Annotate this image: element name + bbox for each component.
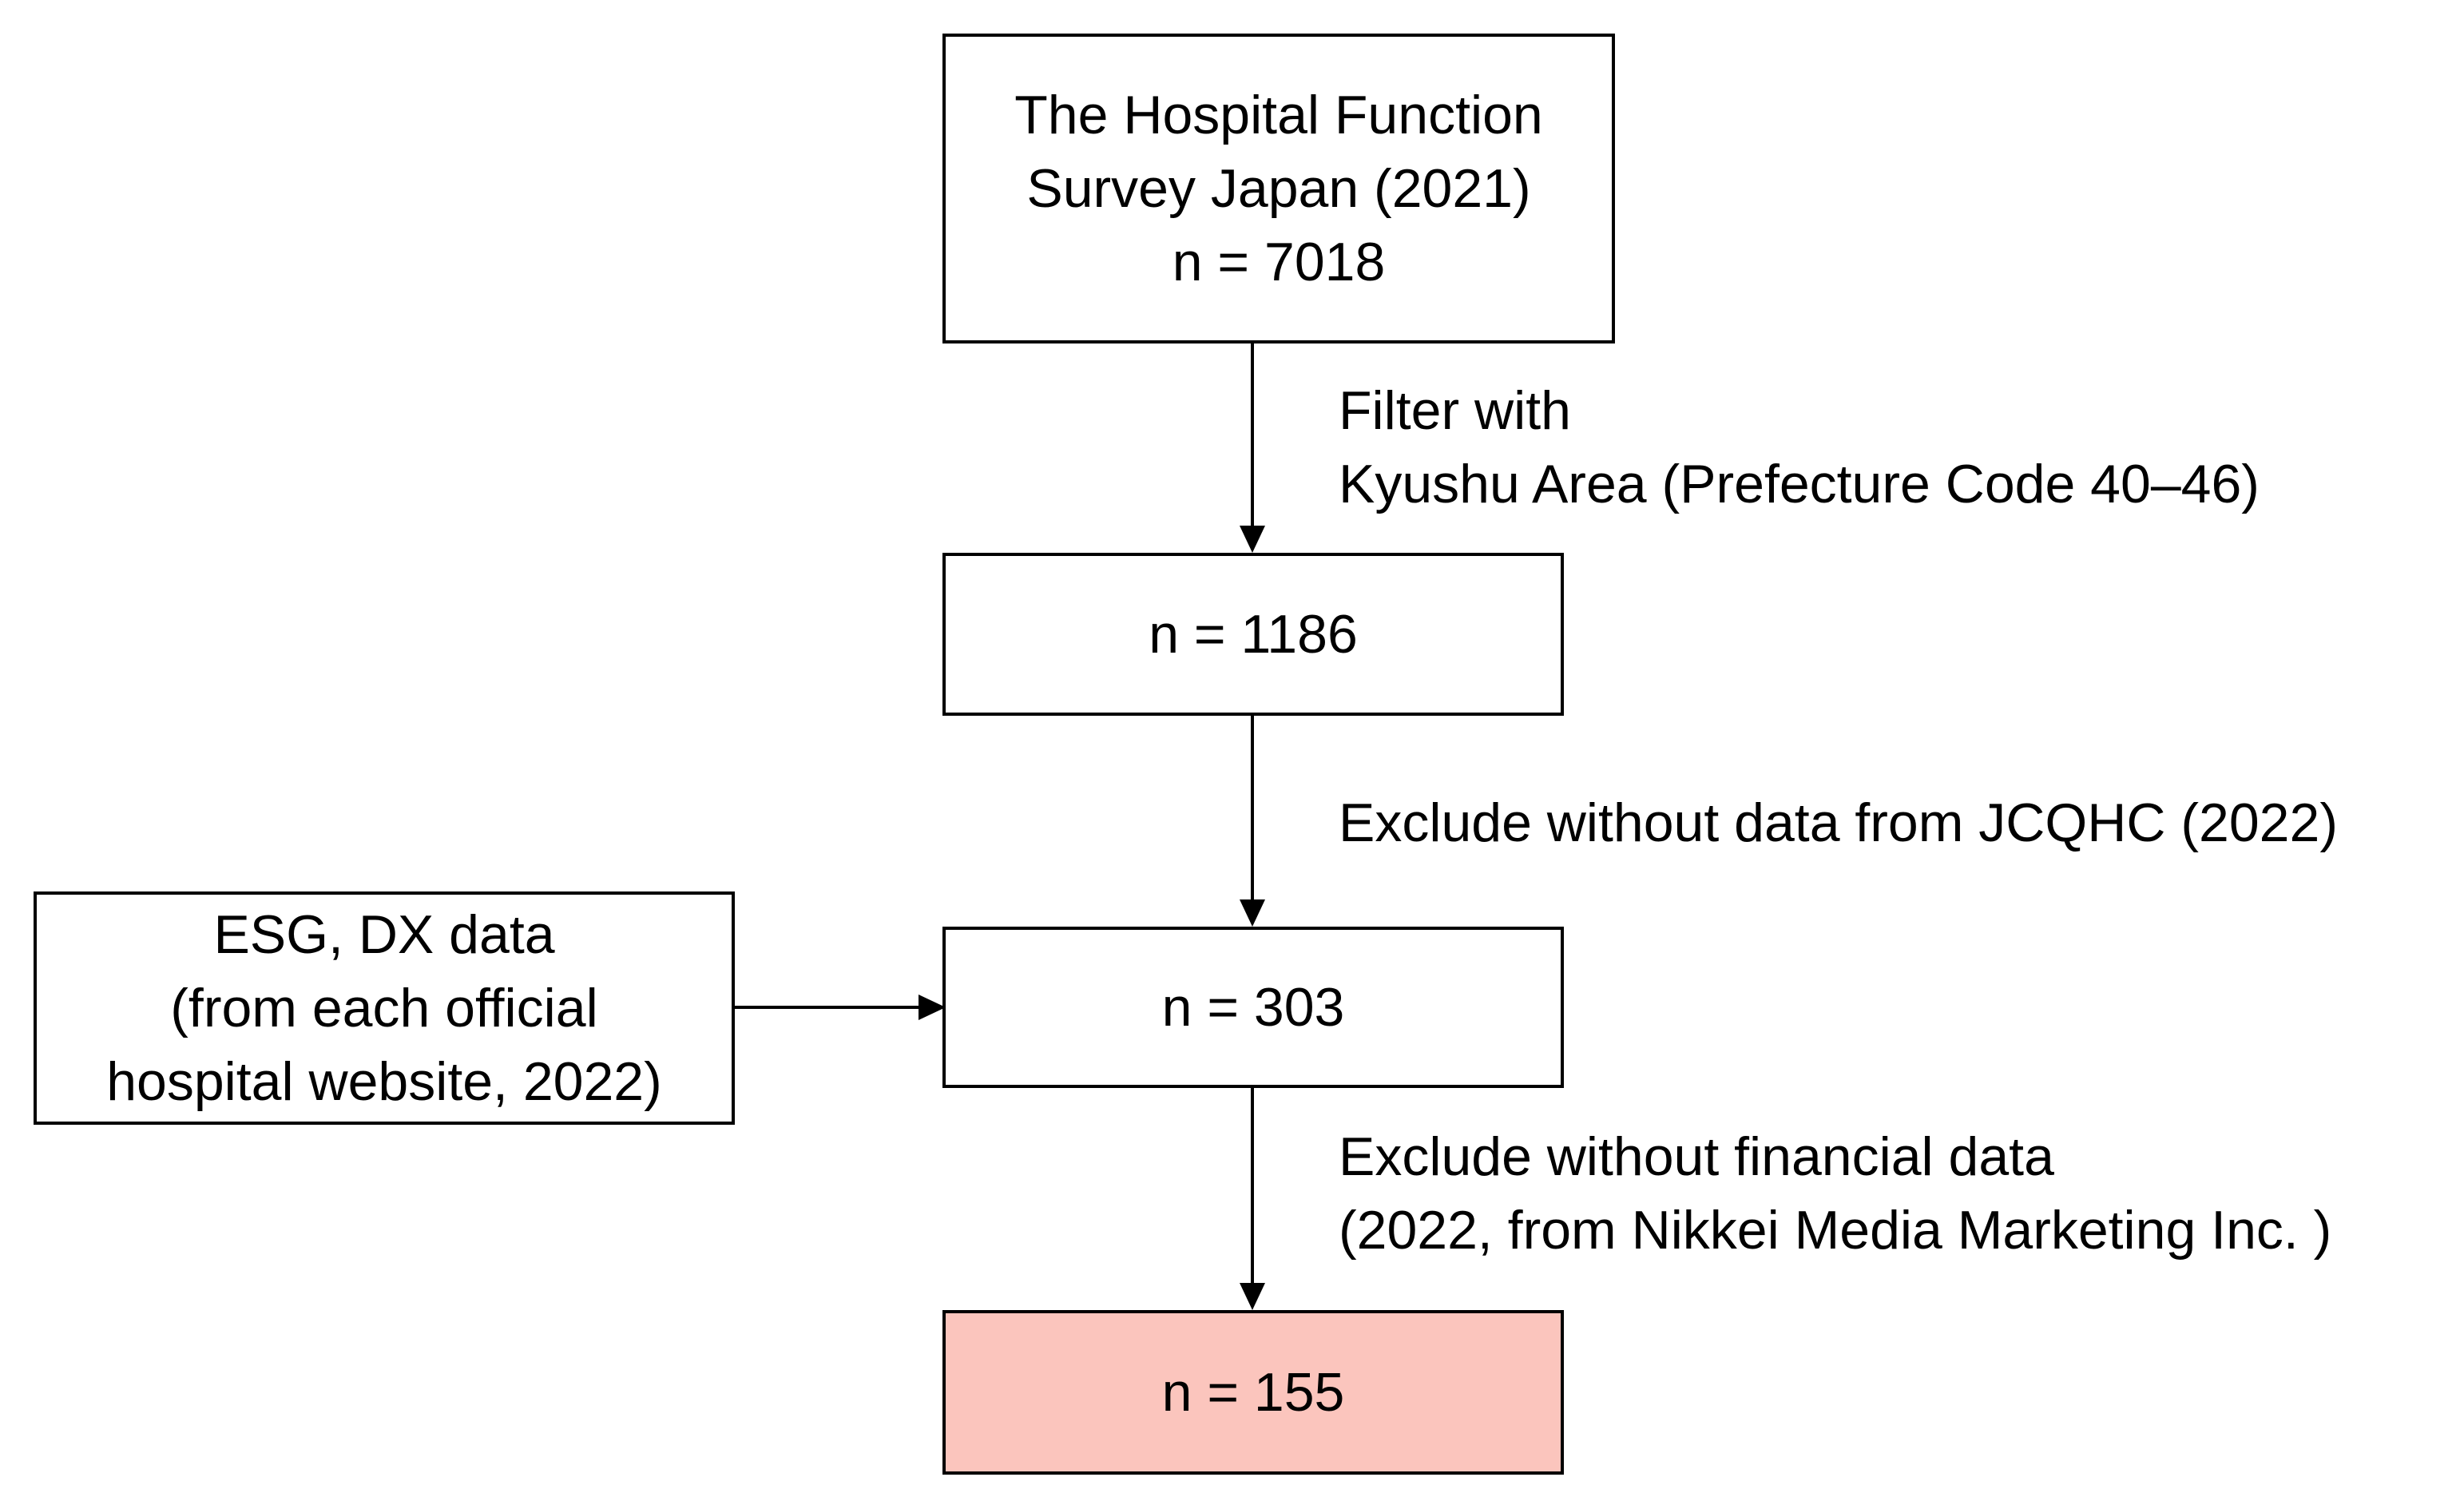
exclude-financial-step-label: Exclude without financial data (2022, fr… [1339, 1120, 2331, 1267]
arrow-kyushu-to-jcqhc [1240, 714, 1265, 927]
survey-line-2: Survey Japan (2021) [1026, 158, 1531, 219]
jcqhc-count: n = 303 [1161, 977, 1345, 1038]
survey-box-text: The Hospital Function Survey Japan (2021… [1014, 78, 1542, 299]
exclude-financial-line-1: Exclude without financial data [1339, 1126, 2054, 1187]
survey-line-1: The Hospital Function [1014, 85, 1543, 145]
filter-line-1: Filter with [1339, 380, 1571, 441]
kyushu-count: n = 1186 [1149, 604, 1358, 665]
survey-line-3: n = 7018 [1172, 232, 1386, 292]
arrow-jcqhc-to-final [1240, 1086, 1265, 1310]
exclude-jcqhc-line-1: Exclude without data from JCQHC (2022) [1339, 792, 2338, 853]
final-count: n = 155 [1161, 1362, 1345, 1423]
esg-line-3: hospital website, 2022) [106, 1051, 662, 1112]
esg-line-2: (from each official [170, 978, 598, 1038]
final-box: n = 155 [942, 1310, 1564, 1475]
exclude-financial-line-2: (2022, from Nikkei Media Marketing Inc. … [1339, 1200, 2332, 1261]
esg-line-1: ESG, DX data [213, 904, 555, 965]
esg-dx-box: ESG, DX data (from each official hospita… [34, 891, 735, 1125]
filter-step-label: Filter with Kyushu Area (Prefecture Code… [1339, 374, 2260, 521]
jcqhc-box: n = 303 [942, 927, 1564, 1088]
arrow-esg-to-jcqhc [735, 995, 946, 1020]
exclude-jcqhc-step-label: Exclude without data from JCQHC (2022) [1339, 786, 2338, 860]
arrow-survey-to-kyushu [1240, 343, 1265, 553]
filter-line-2: Kyushu Area (Prefecture Code 40–46) [1339, 454, 2260, 514]
esg-dx-box-text: ESG, DX data (from each official hospita… [106, 898, 662, 1118]
kyushu-box: n = 1186 [942, 553, 1564, 716]
survey-box: The Hospital Function Survey Japan (2021… [942, 34, 1615, 343]
